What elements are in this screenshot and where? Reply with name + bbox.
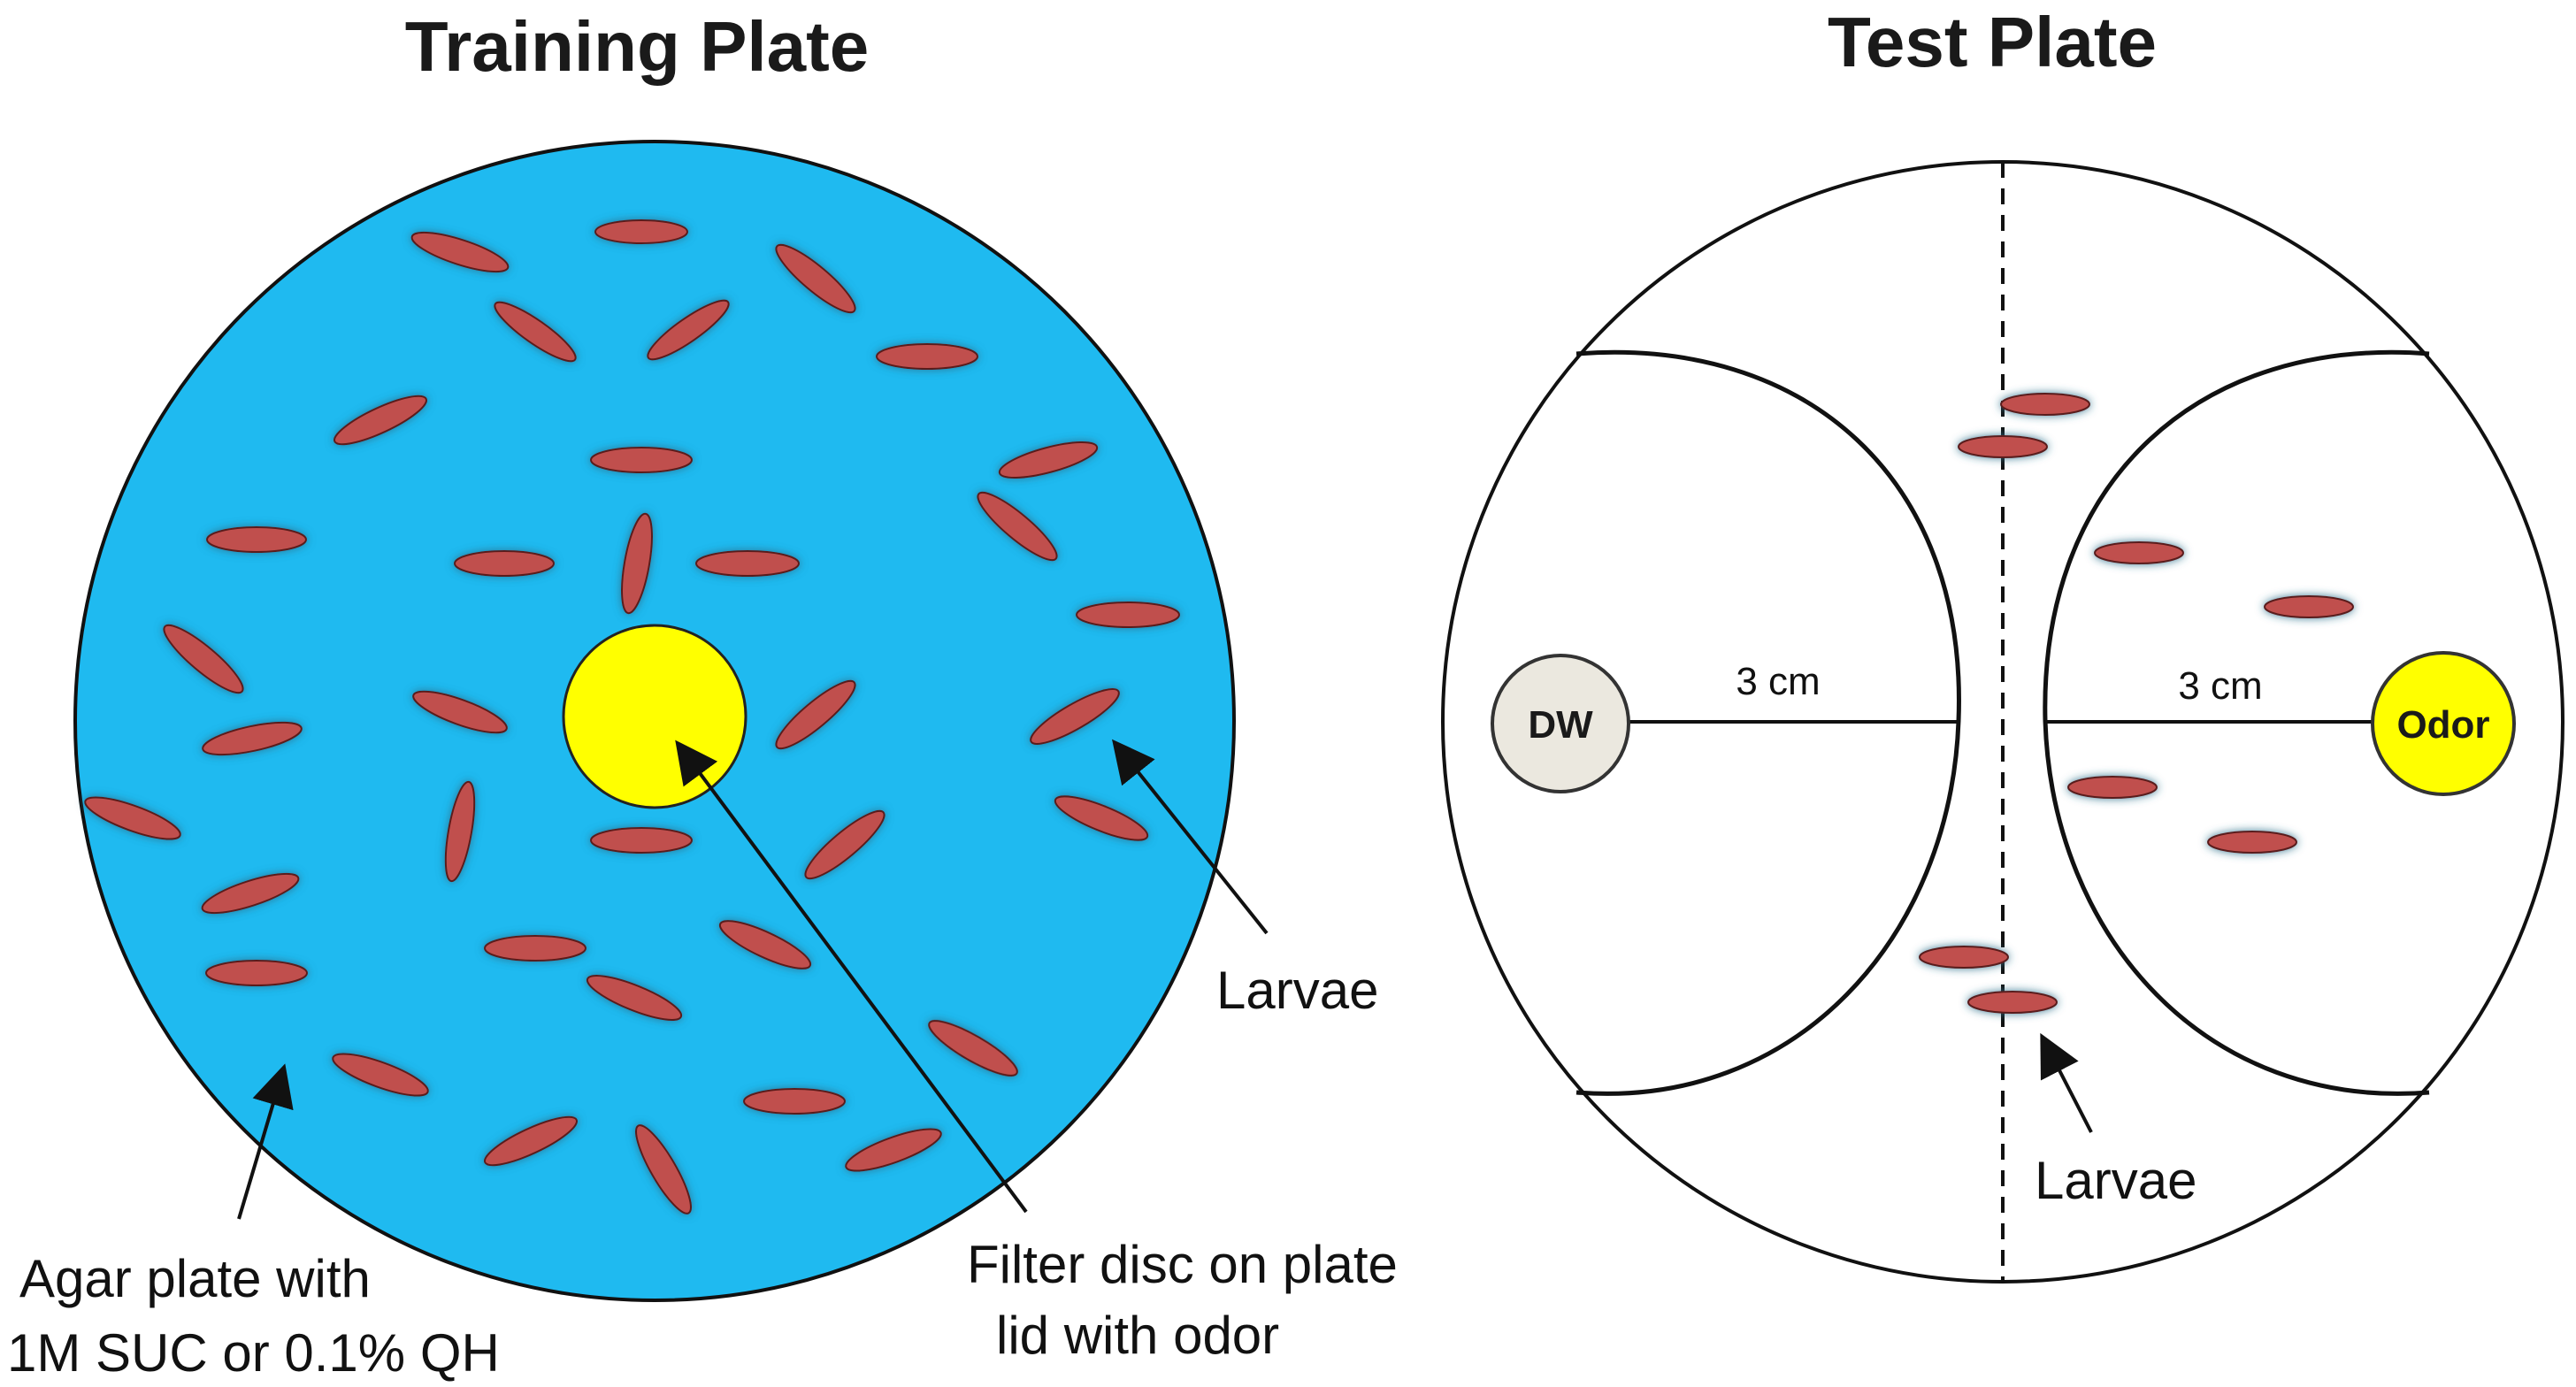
larva [205, 960, 308, 986]
larva [444, 780, 476, 883]
odor-disc [2371, 651, 2516, 796]
larva [804, 809, 886, 880]
larva [202, 721, 303, 756]
left-distance-label: 3 cm [1736, 660, 1820, 703]
larva [845, 1128, 942, 1172]
test-larvae-label: Larvae [2035, 1151, 2196, 1210]
larva [412, 690, 508, 734]
larva [1030, 688, 1120, 745]
dw-disc [1491, 654, 1630, 793]
agar-label-line2: 1M SUC or 0.1% QH [7, 1323, 500, 1383]
larva [586, 975, 683, 1021]
larva [695, 550, 800, 577]
larva [775, 243, 856, 314]
filter-disc [562, 624, 748, 809]
larva [334, 395, 427, 446]
larva [621, 512, 653, 615]
larva [2067, 776, 2158, 799]
larva [1958, 435, 2048, 458]
agar-label-line1: Agar plate with [19, 1249, 371, 1308]
larva [332, 1053, 429, 1097]
larva [998, 441, 1099, 479]
larva [928, 1020, 1018, 1077]
larva [2264, 595, 2354, 618]
larva [876, 343, 978, 370]
test-larvae-arrow [2040, 1032, 2093, 1133]
dw-disc-label: DW [1528, 703, 1593, 747]
training-plate: Training Plate Larvae Agar plate with 1M… [7, 7, 1398, 1383]
larva [1076, 602, 1180, 628]
larva [84, 796, 181, 840]
larva [454, 550, 555, 577]
test-plate: Test Plate 3 cm 3 cm DW Odor Larvae [1441, 3, 2564, 1284]
larvae-label: Larvae [1216, 961, 1378, 1020]
larva [718, 920, 812, 969]
larva [410, 231, 510, 273]
larva [2207, 831, 2297, 854]
larva [2000, 393, 2090, 416]
test-plate-title: Test Plate [1828, 3, 2157, 81]
agar-arrow [237, 1063, 294, 1220]
training-plate-title: Training Plate [405, 7, 870, 86]
larva [201, 872, 300, 915]
filter-disc-arrow [675, 739, 1028, 1214]
larva [743, 1088, 846, 1115]
larva [1919, 946, 2009, 969]
larva [163, 624, 244, 694]
larvae-arrow [1112, 739, 1269, 935]
odor-disc-label: Odor [2396, 703, 2489, 747]
training-larvae-group [84, 219, 1180, 1215]
filter-label-line1: Filter disc on plate [967, 1235, 1398, 1294]
larva [484, 1115, 578, 1167]
test-larvae-group [1919, 393, 2354, 1014]
larva [594, 219, 688, 244]
larva [206, 526, 307, 553]
larva [590, 827, 693, 854]
right-distance-label: 3 cm [2178, 664, 2262, 708]
filter-label-line2: lid with odor [996, 1306, 1279, 1365]
larva [494, 301, 577, 363]
larva [775, 679, 856, 750]
larva [1967, 991, 2058, 1014]
larva [1054, 795, 1149, 841]
larva [647, 299, 730, 361]
larva [977, 491, 1058, 562]
larva [635, 1124, 692, 1215]
larva [2094, 541, 2184, 564]
larva [590, 447, 693, 473]
larva [484, 935, 586, 962]
